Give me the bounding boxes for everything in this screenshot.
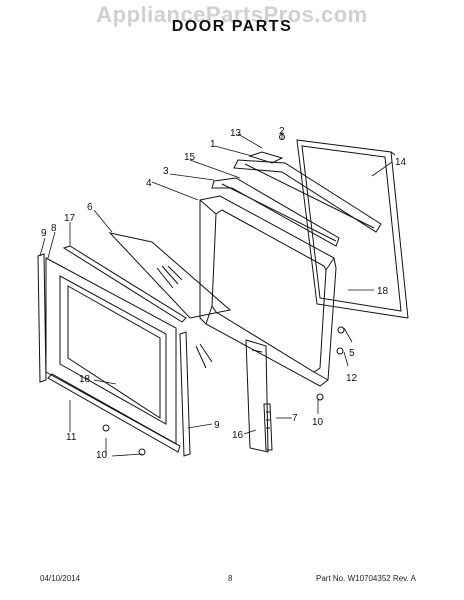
hinge-receiver xyxy=(263,403,273,451)
page-title: DOOR PARTS xyxy=(171,18,293,35)
callout-9-right: 9 xyxy=(214,420,220,431)
left-side-trim xyxy=(37,253,47,383)
callout-5: 5 xyxy=(349,348,355,359)
callout-7: 7 xyxy=(292,413,298,424)
callout-9-left: 9 xyxy=(41,228,47,239)
callout-18-left: 18 xyxy=(79,374,91,385)
callout-1: 1 xyxy=(210,139,216,150)
callout-13: 13 xyxy=(230,128,242,139)
callout-18-right: 18 xyxy=(377,286,389,297)
callout-12: 12 xyxy=(346,373,358,384)
top-vent-trim xyxy=(211,151,382,247)
footer-date: 04/10/2014 xyxy=(40,574,81,583)
callout-2: 2 xyxy=(279,126,285,137)
callout-14: 14 xyxy=(395,157,407,168)
door-hinge xyxy=(245,339,269,453)
callout-labels: 13 2 1 15 14 3 4 6 17 9 8 18 5 12 10 7 1… xyxy=(41,126,407,461)
leader-lines xyxy=(39,132,393,457)
callout-3: 3 xyxy=(163,166,169,177)
inner-door-glass xyxy=(108,232,232,319)
callout-8: 8 xyxy=(51,223,57,234)
screws xyxy=(102,134,345,456)
inner-door-liner xyxy=(199,195,337,387)
watermark: AppliancePartsPros.com xyxy=(96,2,368,27)
footer-page-number: 8 xyxy=(228,574,233,583)
callout-4: 4 xyxy=(146,178,152,189)
callout-10-right: 10 xyxy=(312,417,324,428)
bottom-trim xyxy=(47,373,181,453)
callout-15: 15 xyxy=(184,152,196,163)
callout-16: 16 xyxy=(232,430,244,441)
outer-door-glass xyxy=(296,139,409,319)
callout-10-left: 10 xyxy=(96,450,108,461)
glass-retainer-strip xyxy=(62,245,187,323)
footer-part-number: Part No. W10704352 Rev. A xyxy=(316,574,416,583)
right-side-trim xyxy=(179,331,191,457)
callout-6: 6 xyxy=(87,202,93,213)
callout-11: 11 xyxy=(66,432,77,443)
callout-17: 17 xyxy=(64,213,76,224)
